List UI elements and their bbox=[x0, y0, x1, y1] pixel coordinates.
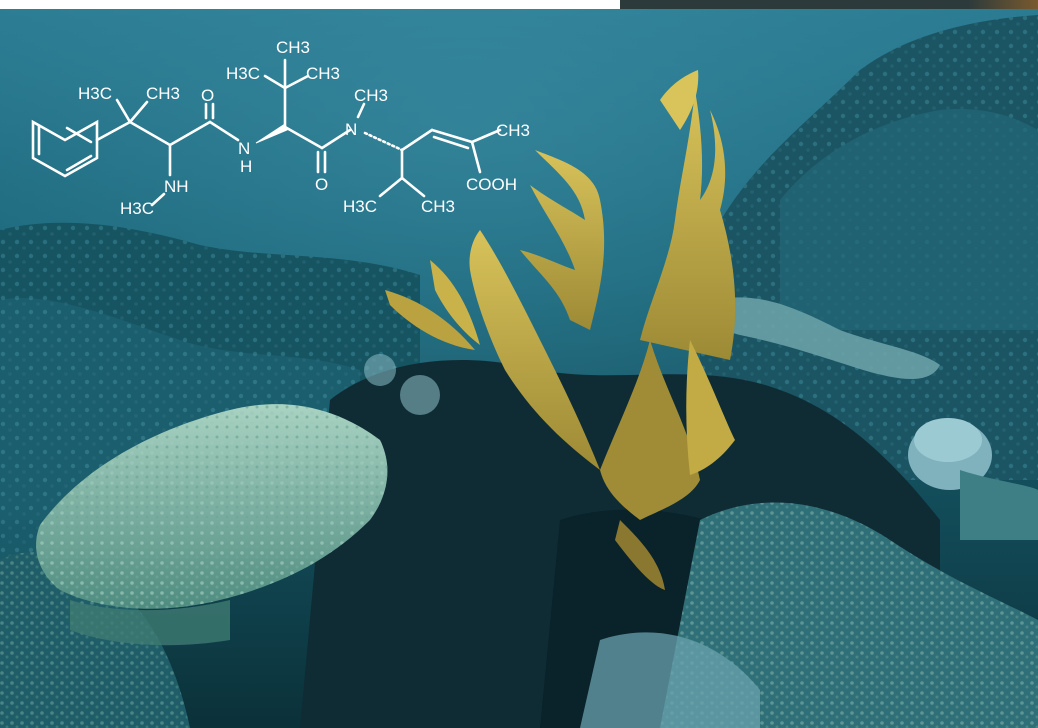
benzene-ring bbox=[31, 119, 99, 178]
label-h3c-amine: H3C bbox=[120, 199, 154, 218]
label-oxygen-first: O bbox=[201, 86, 214, 105]
label-h3c-isopropyl: H3C bbox=[343, 197, 377, 216]
label-oxygen-second: O bbox=[315, 175, 328, 194]
label-ch3-tbu-top: CH3 bbox=[276, 38, 310, 57]
label-nh-amine: NH bbox=[164, 177, 189, 196]
label-cooh: COOH bbox=[466, 175, 517, 194]
label-h3c-tbu: H3C bbox=[226, 64, 260, 83]
table-coral-right bbox=[711, 297, 940, 380]
label-nh-bridge-h: H bbox=[240, 157, 252, 176]
label-ch3-top-left: CH3 bbox=[146, 84, 180, 103]
yellow-branching-coral bbox=[385, 70, 736, 590]
label-h3c-top-left: H3C bbox=[78, 84, 112, 103]
top-white-strip bbox=[0, 0, 620, 9]
label-ch3-n-methyl: CH3 bbox=[354, 86, 388, 105]
label-nh-bridge-n: N bbox=[238, 139, 250, 158]
top-corner-strip bbox=[968, 0, 1038, 9]
label-ch3-tbu-right: CH3 bbox=[306, 64, 340, 83]
label-ch3-isopropyl: CH3 bbox=[421, 197, 455, 216]
label-ch3-alkene: CH3 bbox=[496, 121, 530, 140]
top-dark-strip bbox=[620, 0, 1038, 9]
label-n-amide: N bbox=[345, 120, 357, 139]
